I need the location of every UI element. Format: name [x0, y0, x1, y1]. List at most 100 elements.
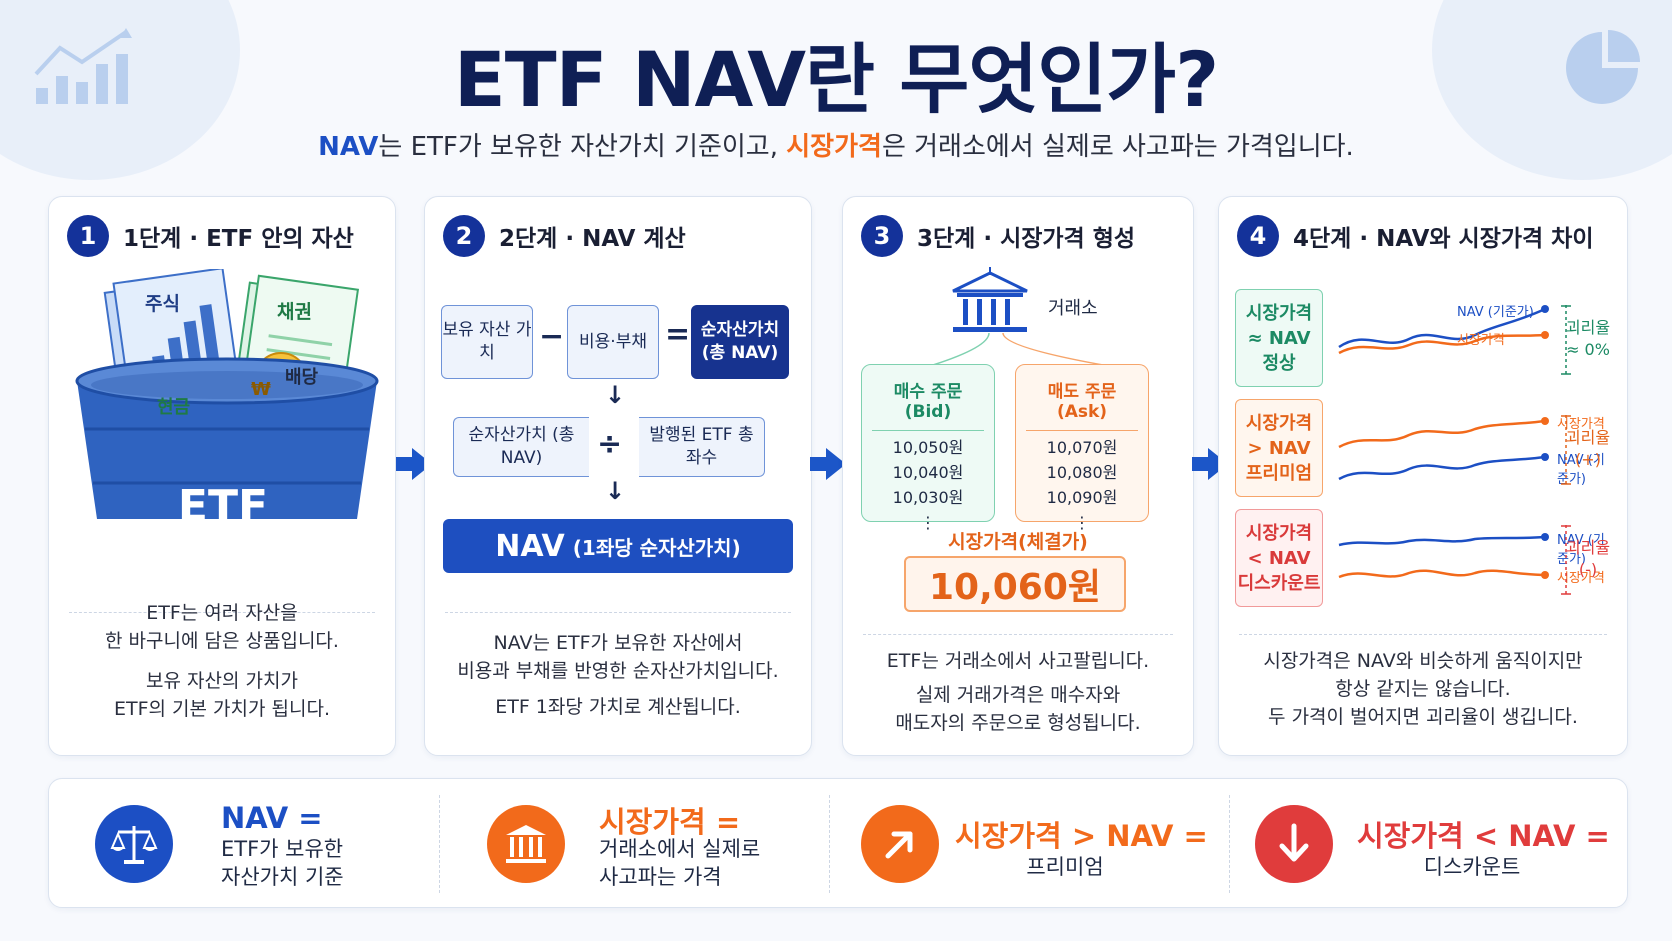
exchange-label: 거래소 [1048, 298, 1098, 319]
line-chart [1338, 305, 1549, 355]
summary-desc: ETF가 보유한 자산가치 기준 [221, 835, 344, 891]
summary-desc: 디스카운트 [1357, 853, 1587, 881]
text-line: ETF는 거래소에서 사고팔립니다. [886, 650, 1150, 672]
line-chart [1338, 417, 1549, 481]
basket-label-etf: ETF [177, 481, 269, 532]
nav-result-sub: (1좌당 순자산가치) [572, 535, 741, 560]
ask-title: 매도 주문 (Ask) [1026, 377, 1138, 431]
exchange-building-icon [952, 267, 1028, 332]
text-line: 보유 자산의 가치가 [146, 670, 298, 692]
line-label-top: 시장가격 [1557, 417, 1605, 432]
text-line: NAV는 ETF가 보유한 자산에서 [493, 632, 743, 654]
subtitle-nav: NAV [318, 132, 379, 162]
subtitle-text-2: 은 거래소에서 실제로 사고파는 가격입니다. [881, 132, 1354, 162]
summary-discount: 시장가격 < NAV = 디스카운트 [1229, 779, 1629, 909]
price-lines-normal: NAV (기준가) 시장가격 [1335, 289, 1605, 387]
basket-label-bond: 채권 [277, 301, 312, 323]
step1-desc-1: ETF는 여러 자산을 한 바구니에 담은 상품입니다. [49, 599, 395, 655]
down-arrow-icon: ↓ [605, 381, 626, 409]
page-title: ETF NAV란 무엇인가? [453, 35, 1219, 124]
minus-sign: − [539, 319, 565, 354]
text-line: 한 바구니에 담은 상품입니다. [105, 630, 339, 652]
line-chart [1338, 533, 1549, 579]
summary-bar: NAV = ETF가 보유한 자산가치 기준 시장가격 = 거래소에서 실제로 … [48, 778, 1628, 908]
gap-normal: 괴리율≈ 0% [1564, 317, 1612, 361]
step-number: 4 [1237, 215, 1279, 257]
gap-bracket [1561, 415, 1571, 485]
summary-separator [829, 795, 830, 893]
summary-title: 시장가격 = [599, 805, 741, 839]
ask-price: 10,090원 [1046, 488, 1118, 507]
bid-title: 매수 주문 (Bid) [872, 377, 984, 431]
text-line: ETF의 기본 가치가 됩니다. [113, 698, 331, 720]
step1-desc-2: 보유 자산의 가치가 ETF의 기본 가치가 됩니다. [49, 667, 395, 723]
step-card-3: 3 3단계 · 시장가격 형성 거래소 매수 주문 (Bid) 10,050원 … [842, 196, 1194, 756]
step-title: 1단계 · ETF 안의 자산 [123, 226, 354, 252]
step2-desc-1: NAV는 ETF가 보유한 자산에서 비용과 부채를 반영한 순자산가치입니다. [425, 629, 811, 685]
basket-label-stock: 주식 [145, 293, 180, 315]
row-label-discount: 시장가격 < NAV 디스카운트 [1235, 509, 1323, 607]
gap-discount: 괴리율(-) [1564, 537, 1612, 581]
bid-price: 10,050원 [892, 438, 964, 457]
label-line: 프리미엄 [1245, 462, 1313, 484]
gap-line: 괴리율 [1565, 428, 1611, 447]
ask-order-box: 매도 주문 (Ask) 10,070원 10,080원 10,090원 ⋮ [1015, 364, 1149, 531]
label-line: < NAV [1247, 547, 1311, 569]
equals-sign: = [665, 317, 691, 352]
pie-chart-icon [1566, 30, 1640, 104]
box-costs: 비용·부채 [567, 305, 659, 379]
label-line: 시장가격 [1245, 412, 1313, 434]
step-title: 3단계 · 시장가격 형성 [917, 226, 1136, 252]
divider [445, 612, 791, 613]
text-line: 비용과 부채를 반영한 순자산가치입니다. [457, 660, 779, 682]
text-line: 매도자의 주문으로 형성됩니다. [895, 712, 1141, 734]
step3-desc-1: ETF는 거래소에서 사고팔립니다. [843, 647, 1193, 675]
gap-bracket [1561, 525, 1571, 595]
etf-basket-illustration [75, 269, 379, 519]
step-header: 4 4단계 · NAV와 시장가격 차이 [1237, 215, 1594, 257]
summary-separator [439, 795, 440, 893]
basket-label-cash: 현금 [157, 397, 191, 418]
subtitle-market: 시장가격 [786, 132, 882, 162]
desc-line: 자산가치 기준 [221, 865, 344, 889]
label-line: 시장가격 [1245, 522, 1313, 544]
divider [863, 634, 1173, 635]
desc-line: 사고파는 가격 [599, 865, 722, 889]
summary-desc: 거래소에서 실제로 사고파는 가격 [599, 835, 760, 891]
scale-icon [95, 805, 173, 883]
arrow-down-icon [1255, 805, 1333, 883]
down-arrow-icon: ↓ [605, 477, 626, 505]
flow-arrow-2 [810, 448, 846, 480]
step-card-4: 4 4단계 · NAV와 시장가격 차이 시장가격 ≈ NAV 정상 NAV (기준… [1218, 196, 1628, 756]
label-line: 디스카운트 [1237, 572, 1321, 594]
step4-desc: 시장가격은 NAV와 비슷하게 움직이지만 항상 같지는 않습니다. 두 가격이… [1219, 647, 1627, 731]
step-number: 1 [67, 215, 109, 257]
price-lines-discount: NAV (기준가) 시장가격 [1335, 509, 1605, 607]
summary-separator [1229, 795, 1230, 893]
step-header: 2 2단계 · NAV 계산 [443, 215, 686, 257]
line-label-bottom: 시장가격 [1457, 333, 1505, 348]
bid-price: ⋮ [920, 513, 936, 532]
bid-price: 10,040원 [892, 463, 964, 482]
bid-price: 10,030원 [892, 488, 964, 507]
page-subtitle: NAV는 ETF가 보유한 자산가치 기준이고, 시장가격은 거래소에서 실제로… [0, 126, 1672, 163]
divider [69, 612, 375, 613]
text-line: 두 가격이 벌어지면 괴리율이 생깁니다. [1268, 706, 1578, 728]
step-number: 2 [443, 215, 485, 257]
label-line: 정상 [1262, 352, 1296, 374]
gap-line: 괴리율 [1565, 538, 1611, 557]
desc-line: ETF가 보유한 [221, 837, 344, 861]
line-label-top: NAV (기준가) [1557, 533, 1605, 567]
summary-nav: NAV = ETF가 보유한 자산가치 기준 [49, 779, 439, 909]
line-label-bottom: 시장가격 [1557, 571, 1605, 586]
step-card-2: 2 2단계 · NAV 계산 보유 자산 가치 − 비용·부채 = 순자산가치 … [424, 196, 812, 756]
ask-price: 10,080원 [1046, 463, 1118, 482]
summary-market: 시장가격 = 거래소에서 실제로 사고파는 가격 [439, 779, 829, 909]
exchange-building-icon [487, 805, 565, 883]
desc-line: 디스카운트 [1423, 855, 1521, 879]
desc-line: 거래소에서 실제로 [599, 837, 761, 861]
price-lines-premium: 시장가격 NAV (기준가) [1335, 399, 1605, 497]
label-line: ≈ NAV [1247, 327, 1311, 349]
ask-price: ⋮ [1074, 513, 1090, 532]
